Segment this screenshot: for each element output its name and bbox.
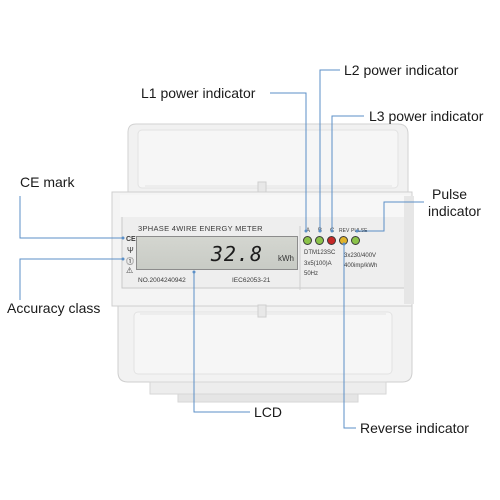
- l1-led-indicator: [303, 236, 312, 245]
- callout-lcd: LCD: [254, 404, 283, 420]
- callout-accuracy-class: Accuracy class: [7, 300, 101, 316]
- callout-l3-power-indicator: L3 power indicator: [369, 108, 484, 124]
- model-number: DTM123SC: [304, 250, 336, 256]
- impulse-rate: 400imp/kWh: [344, 263, 378, 269]
- lcd-unit: kWh: [278, 254, 294, 263]
- serial-number: NO.2004240942: [138, 277, 186, 284]
- frequency: 50Hz: [304, 271, 319, 277]
- indicator-label-a: A: [306, 228, 311, 234]
- pulse-led-indicator: [351, 236, 360, 245]
- lcd-reading: 32.8: [210, 242, 263, 266]
- current-rating: 3x5(100)A: [304, 261, 332, 267]
- callout-pulse-line2: indicator: [428, 203, 481, 219]
- l3-led-indicator: [327, 236, 336, 245]
- meter-header: 3PHASE 4WIRE ENERGY METER: [138, 224, 263, 233]
- indicator-label-rev: REV: [339, 228, 350, 234]
- callout-ce-mark: CE mark: [20, 174, 75, 190]
- callout-l2-power-indicator: L2 power indicator: [344, 62, 459, 78]
- warning-icon: ⚠: [126, 266, 134, 275]
- callout-reverse-indicator: Reverse indicator: [360, 420, 469, 436]
- callout-l1-power-indicator: L1 power indicator: [141, 85, 256, 101]
- l2-led-indicator: [315, 236, 324, 245]
- lcd-display: 32.8: [136, 236, 298, 270]
- accuracy-class-icon: ⓵: [126, 257, 134, 266]
- voltage-rating: 3x230/400V: [344, 253, 377, 259]
- standard-code: IEC62053-21: [232, 277, 271, 284]
- antenna-icon: Ψ: [127, 246, 134, 255]
- ce-mark-icon: CE: [126, 236, 136, 243]
- callout-pulse-line1: Pulse: [432, 186, 468, 202]
